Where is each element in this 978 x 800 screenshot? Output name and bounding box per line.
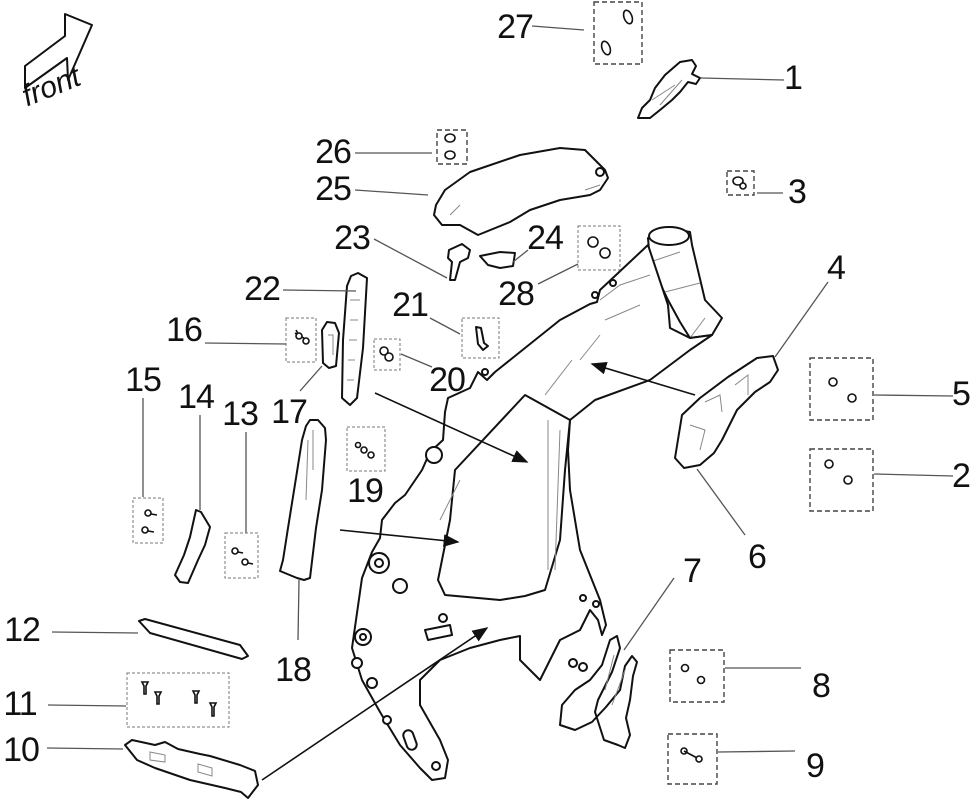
part-15-screw-set [132, 398, 164, 544]
callout-15: 15 [125, 361, 162, 399]
part-18-battery-side-cover [279, 419, 327, 641]
part-4-side-bracket [674, 281, 829, 469]
part-28-nut-set [537, 225, 621, 285]
callout-19: 19 [347, 472, 384, 510]
part-11-screw-set [47, 672, 230, 728]
part-20-nut [373, 338, 433, 371]
assembly-arrow-22 [374, 392, 529, 463]
part-8-screw-set [669, 649, 801, 703]
assembly-arrow-18 [339, 529, 460, 547]
callout-2: 2 [952, 457, 971, 495]
part-7-chainstay-guard [559, 577, 675, 749]
part-23-latch-pin [373, 238, 471, 281]
part-17-small-cover [299, 321, 340, 392]
part-9-bolt [667, 733, 796, 785]
assembly-arrow-10 [261, 627, 489, 781]
callout-1: 1 [784, 59, 803, 97]
callout-14: 14 [178, 378, 215, 416]
part-2-screw-set [809, 448, 954, 512]
callout-4: 4 [827, 249, 846, 287]
callout-3: 3 [788, 173, 807, 211]
assembly-arrow-4 [590, 362, 696, 396]
part-25-top-tube-cover [354, 147, 609, 236]
callout-16: 16 [166, 311, 203, 349]
callout-18: 18 [275, 651, 312, 689]
part-1-plate [637, 59, 785, 119]
part-24-bumper-pad [479, 249, 529, 269]
front-direction-arrow-icon [24, 13, 93, 89]
callout-22: 22 [244, 270, 281, 308]
part-12-rubber-strip [51, 618, 249, 660]
callout-7: 7 [683, 552, 702, 590]
part-27-screw-set [531, 1, 643, 65]
callout-12: 12 [4, 611, 41, 649]
part-19-screw-set [346, 426, 386, 472]
callout-23: 23 [334, 219, 371, 257]
main-frame [351, 226, 723, 781]
part-16-screw [204, 317, 317, 363]
callout-26: 26 [315, 133, 352, 171]
part-26-screw-set [355, 129, 468, 165]
callout-21: 21 [392, 286, 429, 324]
part-22-down-tube-cover [282, 272, 368, 406]
part-3-screw [726, 170, 783, 196]
callout-27: 27 [497, 8, 534, 46]
callout-20: 20 [429, 361, 466, 399]
callout-13: 13 [222, 395, 259, 433]
callout-17: 17 [271, 393, 308, 431]
callout-9: 9 [806, 747, 825, 785]
callout-25: 25 [315, 170, 352, 208]
callout-11: 11 [3, 685, 37, 723]
callout-5: 5 [952, 375, 971, 413]
part-14-cable-guide [174, 415, 211, 584]
callout-28: 28 [498, 275, 535, 313]
callout-24: 24 [527, 219, 564, 257]
head-tube-top [648, 226, 690, 246]
part-13-screw-set [224, 432, 259, 579]
part-5-screw-set [809, 357, 954, 421]
callout-8: 8 [812, 667, 831, 705]
part-10-skid-plate [46, 739, 259, 799]
part-6-pointer [696, 468, 746, 536]
callout-10: 10 [3, 731, 40, 769]
part-21-clip [429, 317, 500, 359]
callout-6: 6 [748, 538, 767, 576]
